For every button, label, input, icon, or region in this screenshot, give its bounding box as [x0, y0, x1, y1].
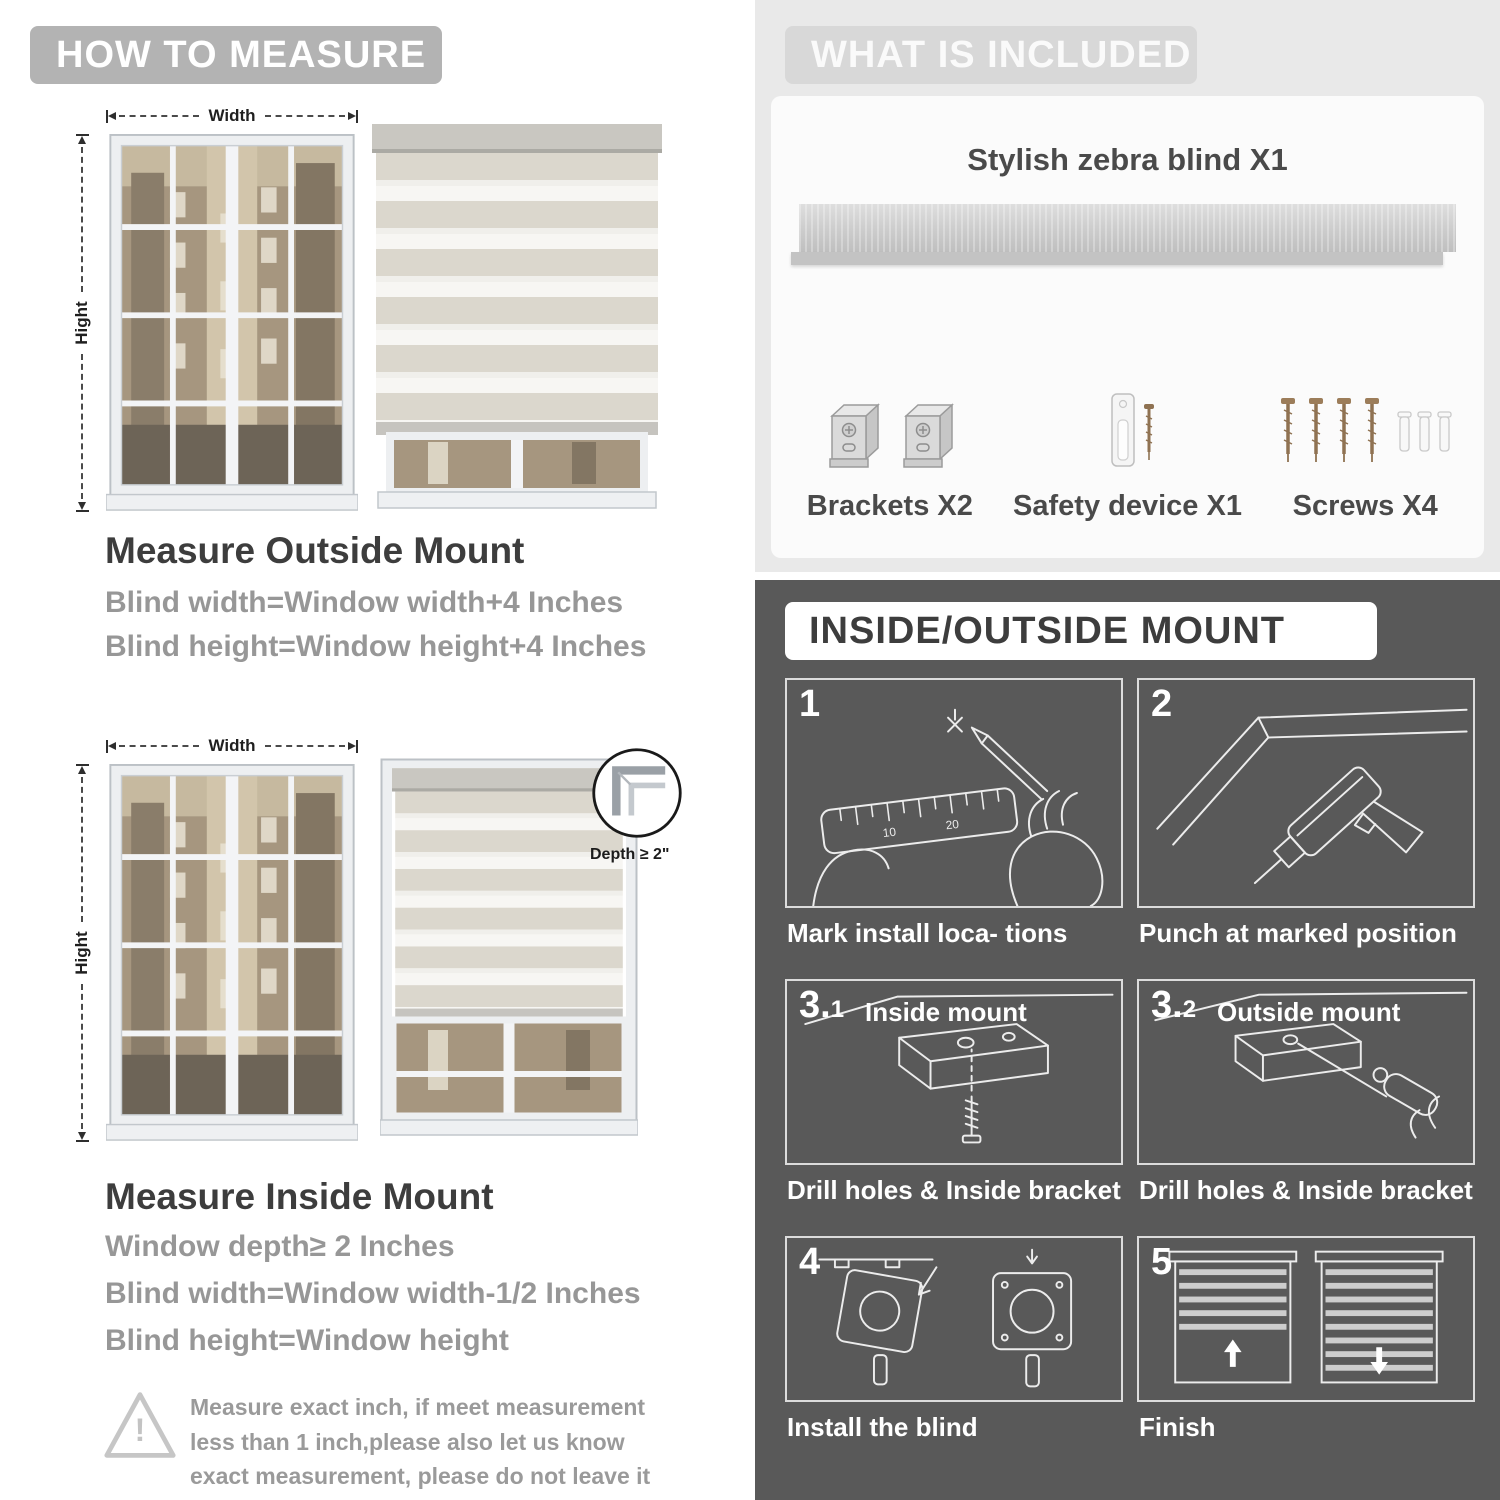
what-is-included-header: WHAT IS INCLUDED [785, 26, 1197, 84]
ruler-mark-20: 20 [945, 817, 960, 833]
width-measure: Width [106, 106, 358, 125]
inside-rule-2: Blind width=Window width-1/2 Inches [105, 1277, 641, 1310]
outside-mount-diagram: Width Hight [70, 106, 690, 534]
window-visible-below [389, 1016, 629, 1120]
width-measure: Width [106, 736, 358, 755]
step-2: 2 Punch at marked position [1137, 678, 1475, 979]
window-visible-below [386, 432, 648, 496]
outside-mount-label: Outside mount [1217, 997, 1401, 1027]
step-number: 5 [1151, 1241, 1173, 1283]
inside-bracket-illustration [804, 993, 1114, 1144]
safety-device-label: Safety device X1 [1013, 490, 1242, 522]
brackets-label: Brackets X2 [806, 490, 973, 522]
height-measure: Hight [72, 764, 91, 1142]
depth-callout-circle [592, 748, 682, 838]
step-2-panel: 2 [1137, 678, 1475, 908]
inside-rule-3: Blind height=Window height [105, 1324, 509, 1357]
mount-header: INSIDE/OUTSIDE MOUNT [785, 602, 1377, 660]
height-label: Hight [72, 931, 91, 975]
inside-mount-label: Inside mount [865, 997, 1027, 1027]
step-number: 2 [1151, 683, 1173, 725]
how-to-measure-header: HOW TO MEASURE [30, 26, 442, 84]
step-number: 1 [799, 683, 821, 725]
inside-mount-diagram: Width Hight [70, 736, 690, 1164]
step-3-1: 3.1 Inside mount Drill holes & Inside br… [785, 979, 1123, 1236]
warning-triangle-icon: ! [100, 1388, 180, 1462]
window-photo-illustration [106, 764, 358, 1142]
outside-mount-title: Measure Outside Mount [105, 530, 525, 571]
step-3-1-panel: 3.1 Inside mount [785, 979, 1123, 1165]
step-number: 4 [799, 1241, 821, 1283]
zebra-blind-outside-illustration [372, 124, 662, 509]
depth-label: Depth ≥ 2" [590, 846, 670, 863]
mount-steps-grid: 10 20 1 Mark install loca- tions [785, 678, 1475, 1473]
height-measure: Hight [72, 134, 91, 512]
inside-mount-title: Measure Inside Mount [105, 1176, 494, 1217]
step-1: 10 20 1 Mark install loca- tions [785, 678, 1123, 979]
included-card: Stylish zebra blind X1 [771, 96, 1484, 558]
step-4-panel: 4 [785, 1236, 1123, 1402]
width-label: Width [208, 106, 256, 125]
ruler-mark-10: 10 [882, 825, 897, 841]
what-is-included-section: WHAT IS INCLUDED Stylish zebra blind X1 [755, 0, 1500, 572]
screws-icon [1272, 322, 1458, 474]
step-caption: Finish [1139, 1412, 1216, 1442]
how-to-measure-section: HOW TO MEASURE Width Hight [30, 26, 690, 1489]
install-blind-illustration [818, 1248, 1073, 1388]
screws-label: Screws X4 [1292, 490, 1438, 522]
step-caption: Install the blind [787, 1412, 978, 1442]
width-label: Width [208, 736, 256, 755]
outside-rule-1: Blind width=Window width+4 Inches [105, 586, 624, 619]
down-arrow-icon [1370, 1347, 1388, 1375]
step-4: 4 Install the blind [785, 1236, 1123, 1473]
step-caption: Punch at marked position [1139, 918, 1457, 948]
mount-instructions-section: INSIDE/OUTSIDE MOUNT [755, 580, 1500, 1500]
outside-rule-2: Blind height=Window height+4 Inches [105, 630, 647, 663]
mark-locations-illustration: 10 20 [812, 708, 1104, 906]
step-number: 3.2 [1151, 984, 1197, 1026]
safety-device-icon [1092, 322, 1164, 474]
step-3-2-panel: 3.2 Outside mount [1137, 979, 1475, 1165]
step-caption: Drill holes & Inside bracket [787, 1175, 1121, 1205]
drill-punch-illustration [1156, 708, 1468, 885]
warning-text: Measure exact inch, if meet measurement … [190, 1394, 651, 1489]
zebra-blind-rail-image [799, 204, 1456, 252]
step-caption: Drill holes & Inside bracket [1139, 1175, 1473, 1205]
height-label: Hight [72, 301, 91, 345]
included-item-safety-device: Safety device X1 [1009, 322, 1247, 523]
step-5: 5 Finish [1137, 1236, 1475, 1473]
included-items: Brackets X2 Safety [771, 322, 1484, 523]
up-arrow-icon [1224, 1339, 1242, 1367]
step-5-panel: 5 [1137, 1236, 1475, 1402]
included-item-brackets: Brackets X2 [771, 322, 1009, 523]
step-1-panel: 10 20 1 [785, 678, 1123, 908]
step-number: 3.1 [799, 984, 845, 1026]
included-item-screws: Screws X4 [1246, 322, 1484, 523]
warning-exclamation: ! [134, 1412, 146, 1448]
finish-illustration [1168, 1250, 1444, 1384]
step-3-2: 3.2 Outside mount Drill holes & Inside b… [1137, 979, 1475, 1236]
window-photo-illustration [106, 134, 358, 512]
inside-rule-1: Window depth≥ 2 Inches [105, 1230, 455, 1263]
product-label: Stylish zebra blind X1 [967, 142, 1288, 177]
zebra-blind-rail-lip [791, 252, 1443, 265]
step-caption: Mark install loca- tions [787, 918, 1068, 948]
outside-bracket-illustration [1154, 991, 1468, 1139]
brackets-icon [824, 322, 956, 474]
zebra-blind-inside-illustration [380, 758, 638, 1136]
